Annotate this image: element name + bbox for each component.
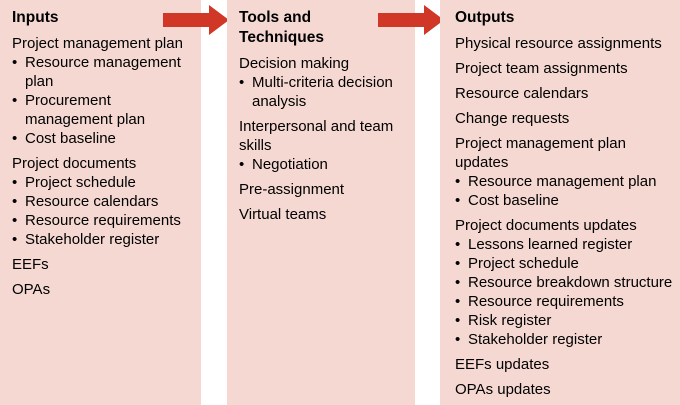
tools-list: Decision making • Multi-criteria decision … xyxy=(239,54,405,224)
list-item-label: Project documents xyxy=(12,155,137,172)
tools-title: Tools and Techniques xyxy=(239,9,324,46)
list-group: Physical resource assignments xyxy=(455,34,677,53)
bullet-marker: • xyxy=(239,156,245,173)
bullet-text: Resource requirements xyxy=(25,212,181,229)
bullet-text: Project schedule xyxy=(468,255,579,272)
list-group: Project management plan • Resource managem… xyxy=(12,34,193,148)
bullet-text: Stakeholder register xyxy=(468,331,603,348)
list-item-label: Project team assignments xyxy=(455,60,628,77)
bullet-item: • Resource management plan xyxy=(12,53,193,91)
list-group: Decision making • Multi-criteria decision … xyxy=(239,54,405,111)
bullet-text: Multi-criteria decision analysis xyxy=(252,74,393,110)
bullet-text: Resource management plan xyxy=(25,54,181,90)
bullet-text: Cost baseline xyxy=(468,192,559,209)
list-item-label: Resource calendars xyxy=(455,85,589,102)
list-item-label: Decision making xyxy=(239,55,350,72)
tools-column: Tools and Techniques Decision making • Mul… xyxy=(227,0,415,405)
bullet-item: • Project schedule xyxy=(455,254,677,273)
bullet-text: Cost baseline xyxy=(25,130,116,147)
bullet-marker: • xyxy=(12,130,18,147)
bullet-item: • Resource requirements xyxy=(455,292,677,311)
bullet-item: • Resource calendars xyxy=(12,192,193,211)
bullet-item: • Stakeholder register xyxy=(12,230,193,249)
bullet-marker: • xyxy=(12,54,18,71)
bullet-item: • Multi-criteria decision analysis xyxy=(239,73,405,111)
list-item-label: Project management plan xyxy=(12,35,183,52)
bullet-marker: • xyxy=(12,231,18,248)
list-group: EEFs xyxy=(12,255,193,274)
bullet-text: Resource breakdown structure xyxy=(468,274,673,291)
bullet-item: • Resource management plan xyxy=(455,172,677,191)
bullet-marker: • xyxy=(455,312,461,329)
arrow-right-icon xyxy=(378,5,444,35)
bullet-item: • Resource breakdown structure xyxy=(455,273,677,292)
list-item-label: EEFs updates xyxy=(455,356,550,373)
arrow-right-icon xyxy=(163,5,229,35)
bullet-marker: • xyxy=(455,192,461,209)
list-group: Project documents • Project schedule • Resou… xyxy=(12,154,193,249)
list-group: Interpersonal and team skills • Negotiatio… xyxy=(239,117,405,174)
bullet-text: Negotiation xyxy=(252,156,328,173)
bullet-item: • Project schedule xyxy=(12,173,193,192)
bullet-item: • Cost baseline xyxy=(455,191,677,210)
bullet-marker: • xyxy=(455,293,461,310)
bullet-marker: • xyxy=(12,212,18,229)
bullet-marker: • xyxy=(12,174,18,191)
bullet-marker: • xyxy=(12,92,18,109)
bullet-text: Resource calendars xyxy=(25,193,159,210)
bullet-text: Stakeholder register xyxy=(25,231,160,248)
bullet-text: Project schedule xyxy=(25,174,136,191)
list-item-label: OPAs xyxy=(12,281,51,298)
bullet-item: • Risk register xyxy=(455,311,677,330)
bullet-marker: • xyxy=(455,274,461,291)
bullet-item: • Resource requirements xyxy=(12,211,193,230)
inputs-title: Inputs xyxy=(12,9,59,26)
bullet-marker: • xyxy=(455,173,461,190)
bullet-item: • Negotiation xyxy=(239,155,405,174)
inputs-list: Project management plan • Resource managem… xyxy=(12,34,193,299)
list-item-label: Project management plan updates xyxy=(455,135,626,171)
list-group: Pre-assignment xyxy=(239,180,405,199)
bullet-item: • Procurement management plan xyxy=(12,91,193,129)
bullet-marker: • xyxy=(455,236,461,253)
list-item-label: EEFs xyxy=(12,256,49,273)
bullet-text: Risk register xyxy=(468,312,552,329)
list-group: Resource calendars xyxy=(455,84,677,103)
list-group: Virtual teams xyxy=(239,205,405,224)
inputs-column: Inputs Project management plan • Resource … xyxy=(0,0,201,405)
list-group: Project documents updates • Lessons learne… xyxy=(455,216,677,349)
list-group: EEFs updates xyxy=(455,355,677,374)
bullet-item: • Cost baseline xyxy=(12,129,193,148)
list-item-label: Pre-assignment xyxy=(239,181,345,198)
bullet-text: Resource requirements xyxy=(468,293,624,310)
list-item-label: Project documents updates xyxy=(455,217,637,234)
bullet-text: Resource management plan xyxy=(468,173,657,190)
bullet-item: • Stakeholder register xyxy=(455,330,677,349)
bullet-text: Lessons learned register xyxy=(468,236,633,253)
list-group: OPAs updates xyxy=(455,380,677,399)
list-item-label: OPAs updates xyxy=(455,381,551,398)
list-item-label: Physical resource assignments xyxy=(455,35,662,52)
bullet-marker: • xyxy=(455,331,461,348)
list-item-label: Interpersonal and team skills xyxy=(239,118,394,154)
outputs-title: Outputs xyxy=(455,9,515,26)
list-group: Project team assignments xyxy=(455,59,677,78)
bullet-marker: • xyxy=(12,193,18,210)
bullet-item: • Lessons learned register xyxy=(455,235,677,254)
bullet-text: Procurement management plan xyxy=(25,92,146,128)
list-group: Change requests xyxy=(455,109,677,128)
list-item-label: Change requests xyxy=(455,110,570,127)
bullet-marker: • xyxy=(239,74,245,91)
list-group: Project management plan updates • Resource… xyxy=(455,134,677,210)
list-item-label: Virtual teams xyxy=(239,206,327,223)
bullet-marker: • xyxy=(455,255,461,272)
list-group: OPAs xyxy=(12,280,193,299)
